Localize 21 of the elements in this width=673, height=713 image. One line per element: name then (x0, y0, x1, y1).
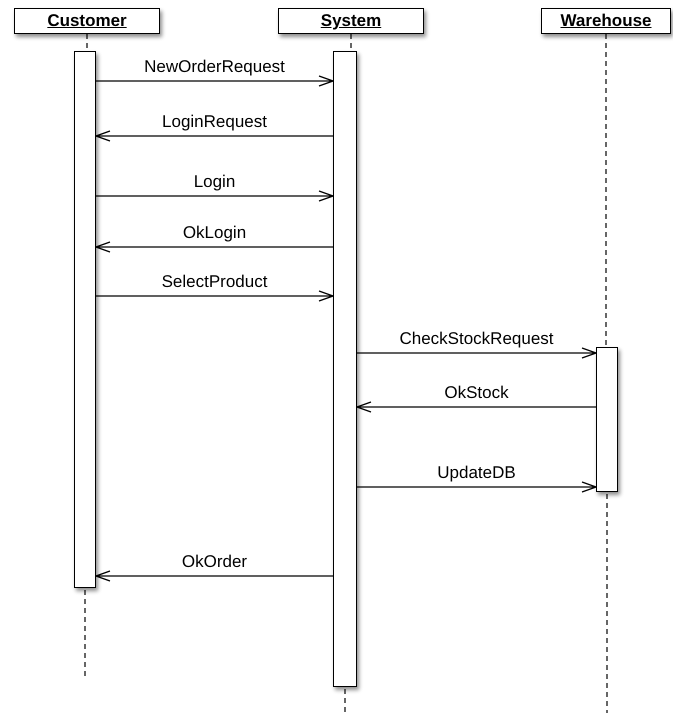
message-arrow (95, 570, 333, 582)
lifeline (350, 34, 352, 51)
lifeline-header: Customer (14, 8, 160, 34)
lifeline (86, 34, 88, 51)
message-arrow (96, 290, 334, 302)
message-label: CheckStockRequest (397, 329, 556, 349)
message-arrow (96, 75, 334, 87)
message-arrow (357, 347, 597, 359)
lifeline-header: System (278, 8, 424, 34)
message-arrow (95, 241, 333, 253)
lifeline (605, 34, 607, 347)
message-arrow (96, 190, 334, 202)
message-label: OkLogin (180, 223, 248, 243)
lifeline-header: Warehouse (541, 8, 671, 34)
activation-bar (596, 347, 618, 492)
activation-bar (74, 51, 96, 588)
activation-bar (333, 51, 357, 687)
message-label: LoginRequest (160, 112, 269, 132)
message-arrow (357, 481, 597, 493)
message-arrow (356, 401, 596, 413)
message-arrow (95, 130, 333, 142)
